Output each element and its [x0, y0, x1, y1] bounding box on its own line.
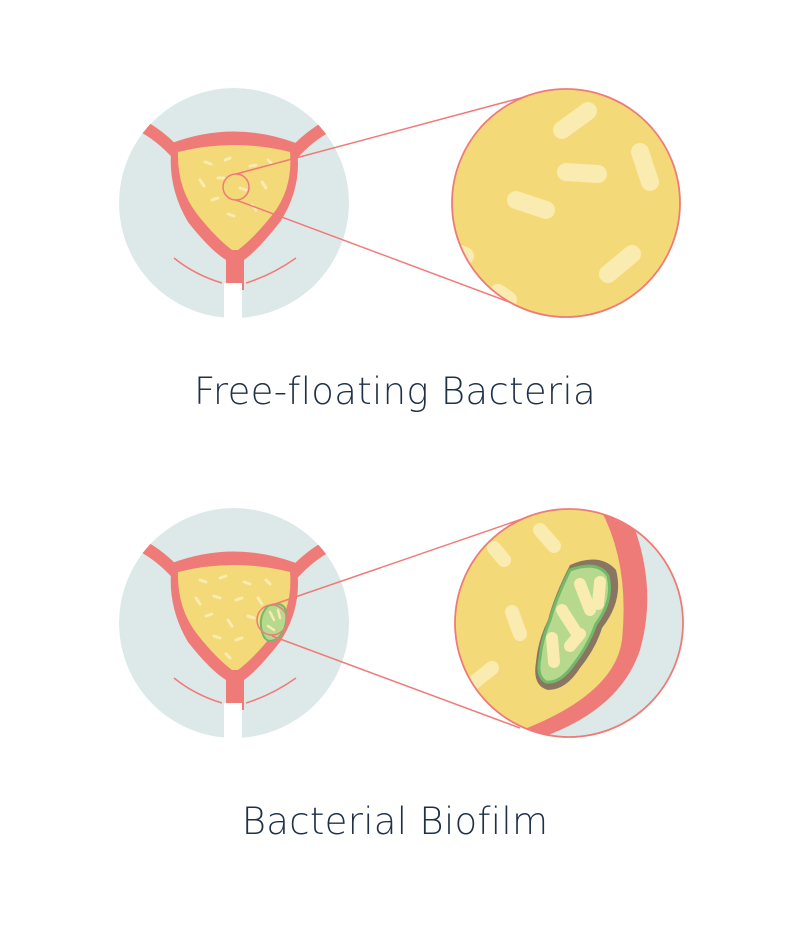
biofilm-panel [119, 508, 684, 741]
background-cut [226, 705, 242, 741]
bacteria-small [194, 574, 272, 660]
free-floating-panel [119, 88, 681, 321]
right-pelvic-line [245, 257, 297, 284]
bacterium [553, 102, 597, 139]
bladder-illustration [119, 508, 349, 741]
background-cut [226, 285, 242, 321]
left-pelvic-line [173, 257, 223, 284]
bacterium [533, 523, 561, 553]
bacterium [631, 143, 659, 191]
magnified-biofilm-view [454, 508, 684, 738]
bacterium [465, 661, 499, 691]
bladder-lumen [177, 145, 291, 250]
connector-line-upper [271, 517, 526, 606]
bacterium [487, 541, 511, 567]
biofilm-bacterium [592, 576, 606, 610]
biofilm-bacterium [546, 632, 560, 668]
biofilm-bacterium [574, 578, 596, 616]
zoom-circle-outline [454, 508, 684, 738]
bladder-lumen [177, 565, 291, 670]
magnified-bacteria-view [451, 88, 681, 318]
biofilm-bacterium [556, 604, 582, 638]
connector-line-upper [235, 95, 529, 175]
biofilm-bacterium [564, 628, 586, 652]
bacterium [505, 605, 527, 641]
bacterium [489, 284, 517, 309]
right-pelvic-line [245, 677, 297, 704]
caption-bacterial-biofilm: Bacterial Biofilm [241, 800, 549, 843]
outer-tissue [540, 509, 683, 737]
bladder-illustration [119, 88, 349, 321]
bacterium [599, 245, 641, 283]
caption-free-floating-bacteria: Free-floating Bacteria [194, 370, 596, 413]
zoom-circle-outline [451, 88, 681, 318]
bacterium [557, 163, 607, 183]
left-pelvic-line [173, 677, 223, 704]
bacterium [507, 191, 555, 219]
connector-line-lower [271, 635, 521, 729]
connector-line-lower [235, 199, 521, 307]
